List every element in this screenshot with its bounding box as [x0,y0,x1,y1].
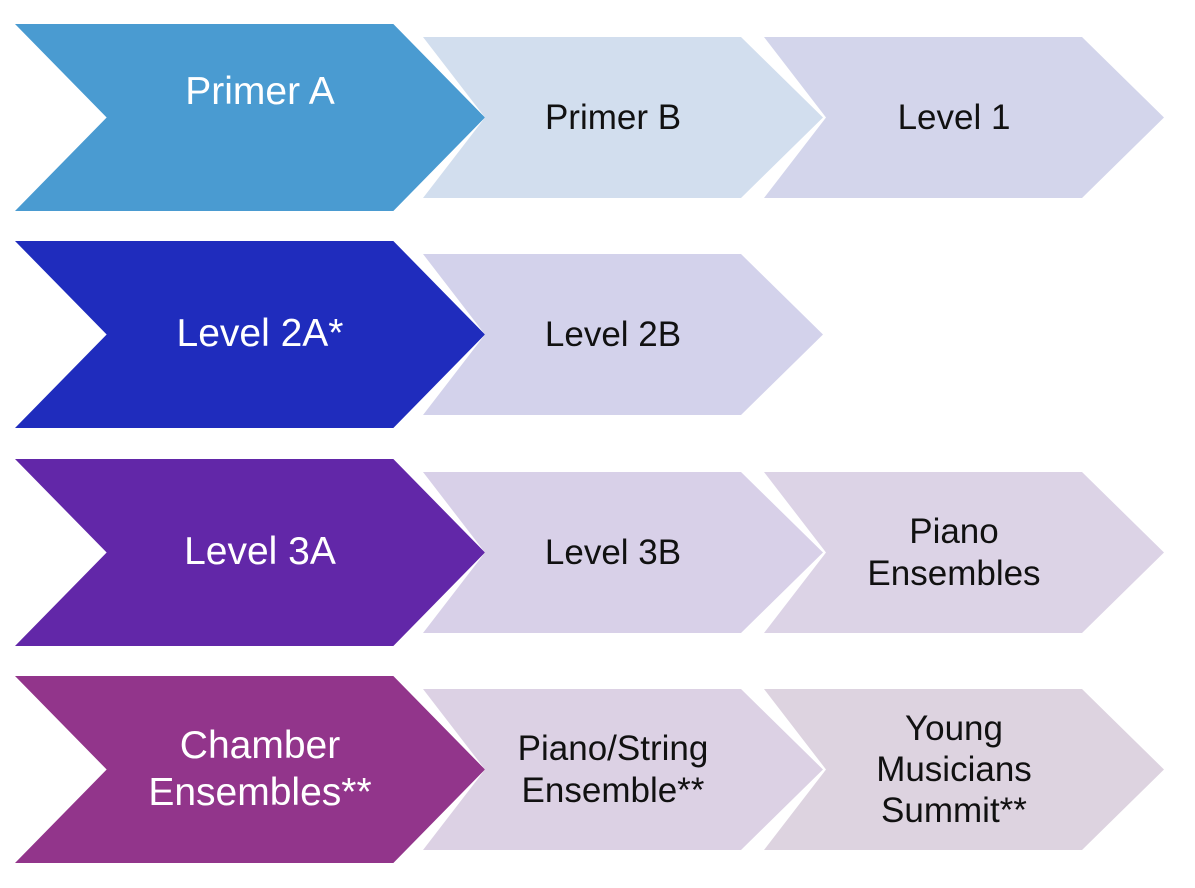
chevron-level-2a: Level 2A* [15,241,485,428]
chevron-level-2b: Level 2B [423,254,823,415]
chevron-primer-a: Primer A [15,24,485,211]
chevron-level-3a: Level 3A [15,459,485,646]
chevron-label: Level 2B [544,314,682,354]
chevron-level-1: Level 1 [764,37,1164,198]
chevron-label: Level 3B [544,532,682,572]
chevron-label: Level 3A [184,530,336,574]
chevron-label: Level 1 [897,97,1011,137]
chevron-primer-b: Primer B [423,37,823,198]
chevron-level-3b: Level 3B [423,472,823,633]
chevron-label: Level 2A* [176,312,344,356]
chevron-label: Primer B [544,97,682,137]
chevron-label: Primer A [185,70,335,114]
